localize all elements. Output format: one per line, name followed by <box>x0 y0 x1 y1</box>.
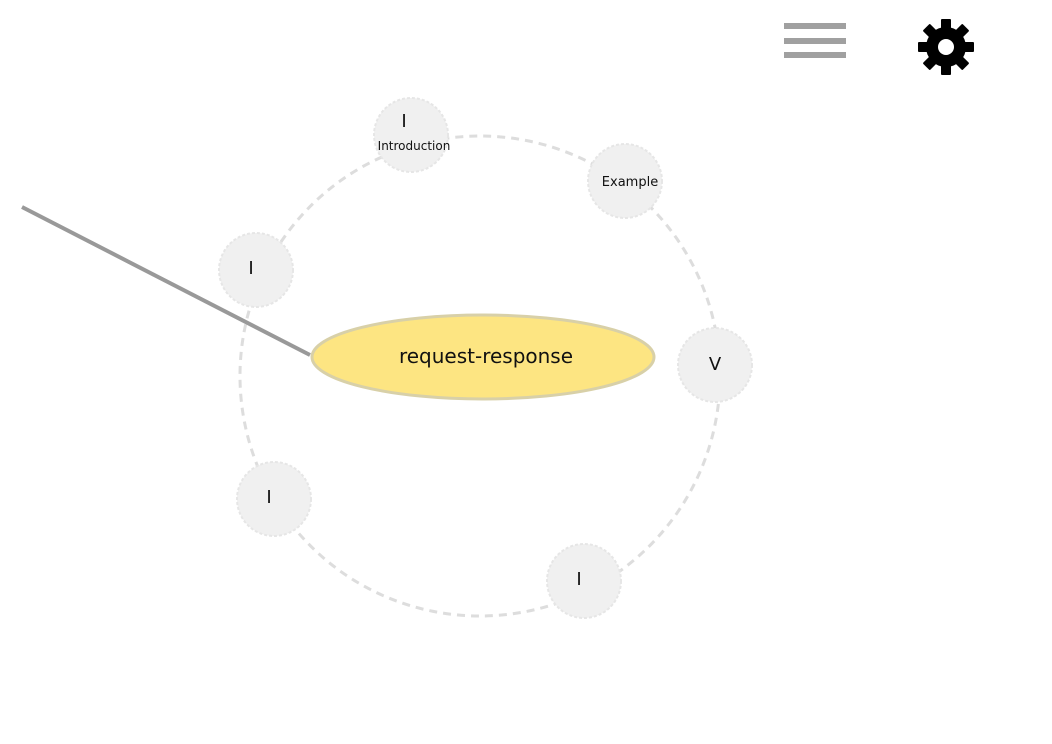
orbit-node-v[interactable]: V <box>677 327 753 403</box>
orbit-node-numeral: I <box>401 111 406 132</box>
hamburger-menu-icon <box>784 23 846 58</box>
orbit-node-example[interactable]: Example <box>587 143 663 219</box>
orbit-node-numeral: V <box>709 354 722 375</box>
center-node-label: request-response <box>399 344 573 368</box>
orbit-node-shape[interactable] <box>677 327 753 403</box>
orbit-node-numeral: I <box>576 569 581 590</box>
orbit-node-numeral: I <box>248 258 253 279</box>
orbit-node-label: Introduction <box>378 139 451 153</box>
orbit-node-shape[interactable] <box>373 97 449 173</box>
orbit-node-numeral: I <box>266 487 271 508</box>
orbit-node-label: Example <box>602 175 658 190</box>
orbit-node-shape[interactable] <box>587 143 663 219</box>
pointer-line <box>21 205 311 357</box>
orbit-node-introduction[interactable]: I Introduction <box>373 97 451 173</box>
orbit-node-bottom-left[interactable]: I <box>236 461 312 537</box>
settings-button[interactable] <box>916 17 976 77</box>
orbit-node-shape[interactable] <box>236 461 312 537</box>
orbit-node-shape[interactable] <box>218 232 294 308</box>
gear-icon <box>918 19 974 75</box>
center-node[interactable]: request-response <box>310 313 656 401</box>
center-node-shape[interactable] <box>310 313 656 401</box>
orbit-node-shape[interactable] <box>546 543 622 619</box>
menu-button[interactable] <box>784 22 846 60</box>
orbit-node-bottom-right[interactable]: I <box>546 543 622 619</box>
orbit-node-left[interactable]: I <box>218 232 294 308</box>
